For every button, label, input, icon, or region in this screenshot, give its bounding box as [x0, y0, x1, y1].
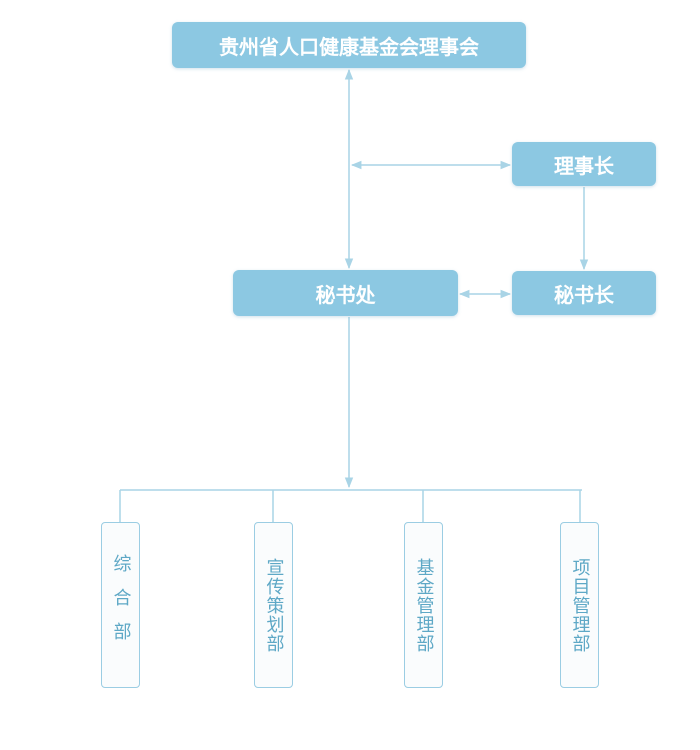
secretary-general-node: 秘书长	[512, 271, 656, 315]
secretary-general-label: 秘书长	[554, 282, 614, 307]
dept-label: 综合部	[110, 554, 132, 656]
dept-label: 基金管理部	[413, 557, 435, 653]
chairman-label: 理事长	[554, 153, 614, 178]
dept-project-management: 项目管理部	[560, 522, 599, 688]
dept-general-affairs: 综合部	[101, 522, 140, 688]
dept-publicity-planning: 宣传策划部	[254, 522, 293, 688]
secretariat-label: 秘书处	[315, 282, 376, 307]
chairman-node: 理事长	[512, 142, 656, 186]
secretariat-node: 秘书处	[233, 270, 458, 316]
dept-label: 宣传策划部	[263, 557, 285, 653]
board-label: 贵州省人口健康基金会理事会	[219, 34, 479, 59]
dept-label: 项目管理部	[569, 557, 591, 653]
board-node: 贵州省人口健康基金会理事会	[172, 22, 526, 68]
dept-fund-management: 基金管理部	[404, 522, 443, 688]
